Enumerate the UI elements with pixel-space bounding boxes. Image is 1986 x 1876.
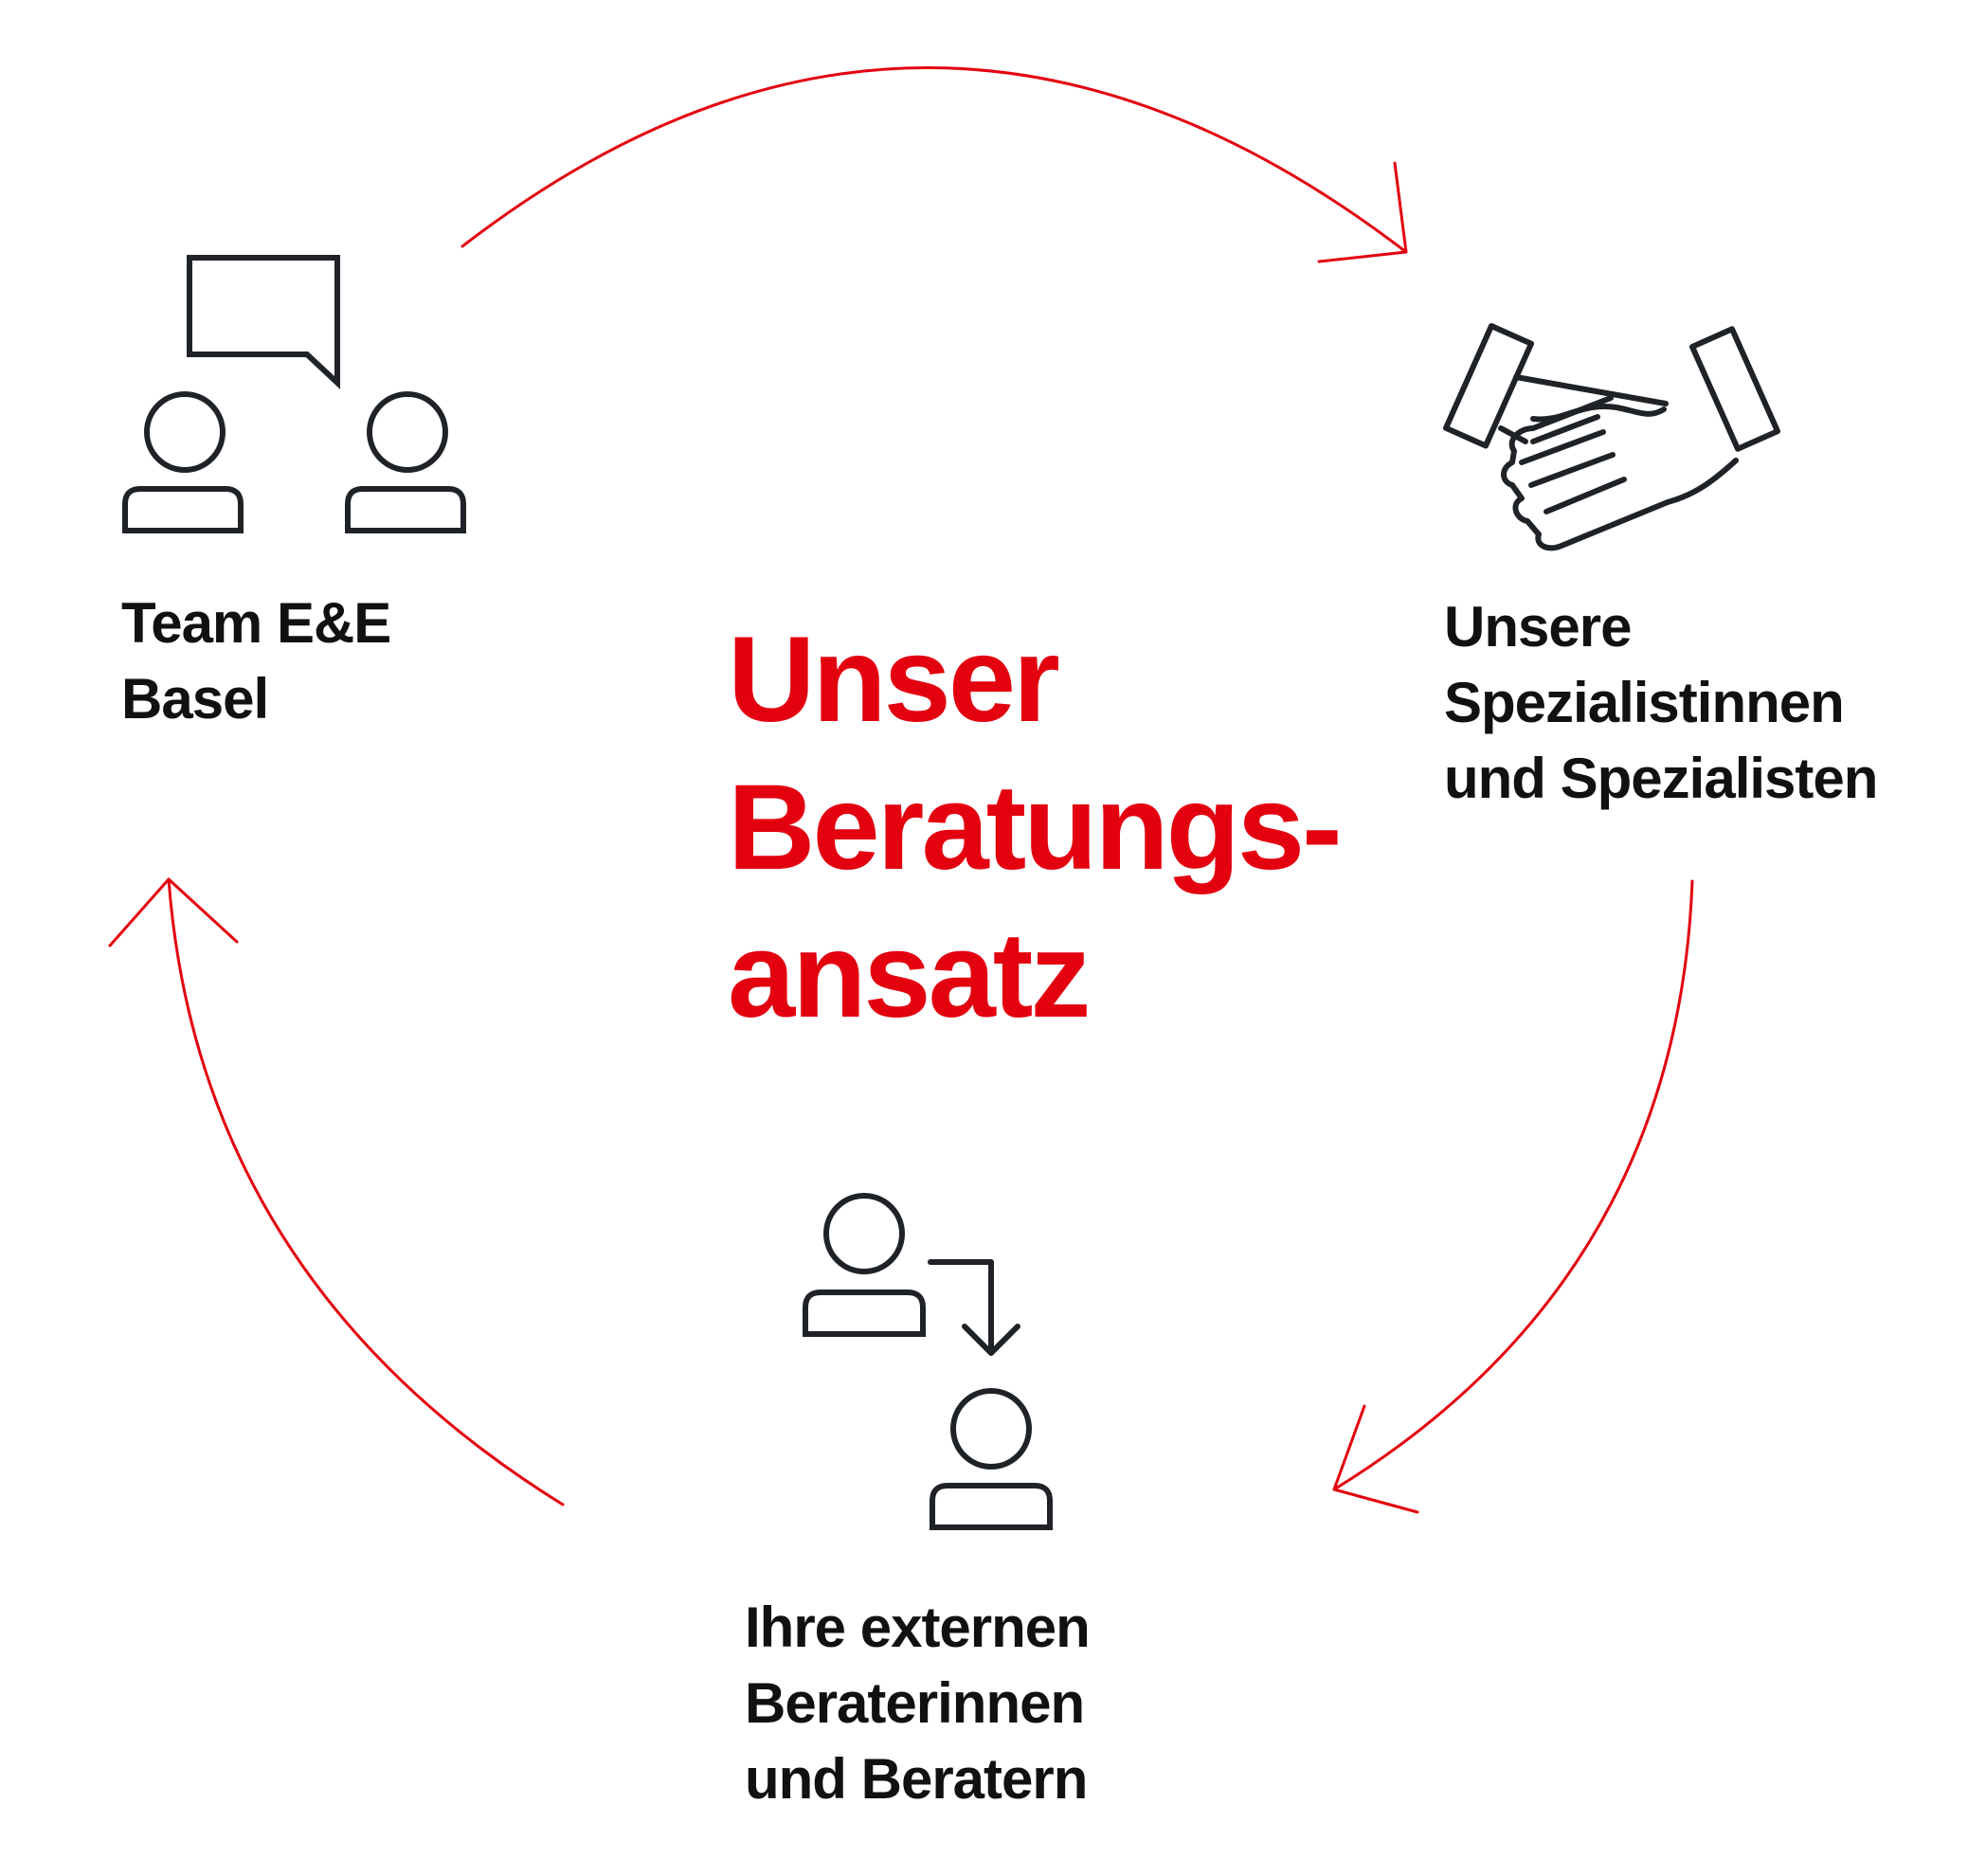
arrowhead-right — [1332, 1404, 1419, 1514]
two-people-speech-bubble-icon — [122, 255, 466, 533]
arc-right — [1332, 879, 1694, 1491]
referral-arrow-icon — [928, 1259, 1020, 1356]
person-source-icon — [803, 1193, 926, 1337]
person-target-icon — [930, 1388, 1053, 1530]
arrowhead-top — [1317, 161, 1408, 263]
person-right-icon — [345, 391, 466, 533]
label-line: Team E&E — [121, 591, 391, 655]
title-line: Beratungs- — [728, 760, 1343, 895]
label-line: und Beratern — [745, 1747, 1088, 1811]
label-line: Beraterinnen — [745, 1671, 1085, 1735]
arrowhead-left — [108, 877, 239, 947]
handshake-icon — [1443, 323, 1781, 551]
label-line: Spezialistinnen — [1444, 671, 1845, 734]
finger-1 — [1530, 414, 1600, 444]
label-line: Basel — [121, 667, 269, 731]
speech-bubble-icon — [187, 255, 340, 389]
right-cuff — [1689, 326, 1781, 452]
node-label-advisors: Ihre externen Beraterinnen und Beratern — [745, 1590, 1091, 1817]
person-to-person-referral-icon — [803, 1193, 1053, 1530]
left-cuff — [1443, 323, 1535, 449]
arrow-specialists-to-advisors — [1332, 879, 1694, 1514]
finger-3 — [1528, 452, 1616, 488]
finger-4 — [1544, 477, 1627, 514]
arc-top — [460, 66, 1408, 254]
arrow-advisors-to-team — [108, 877, 565, 1506]
label-line: Unsere — [1444, 595, 1632, 658]
node-label-specialists: Unsere Spezialistinnen und Spezialisten — [1444, 589, 1878, 817]
label-line: Ihre externen — [745, 1596, 1091, 1659]
node-label-team: Team E&E Basel — [121, 586, 391, 737]
diagram-title: Unser Beratungs- ansatz — [728, 606, 1343, 1050]
person-left-icon — [122, 391, 244, 533]
cycle-arrows — [108, 66, 1694, 1514]
arc-left — [167, 877, 565, 1506]
finger-2 — [1519, 429, 1606, 465]
title-line: Unser — [728, 612, 1060, 748]
label-line: und Spezialisten — [1444, 747, 1878, 810]
title-line: ansatz — [728, 908, 1091, 1043]
palm-outline — [1501, 395, 1739, 551]
upper-sleeve — [1513, 374, 1669, 406]
arrow-team-to-specialists — [460, 66, 1408, 263]
